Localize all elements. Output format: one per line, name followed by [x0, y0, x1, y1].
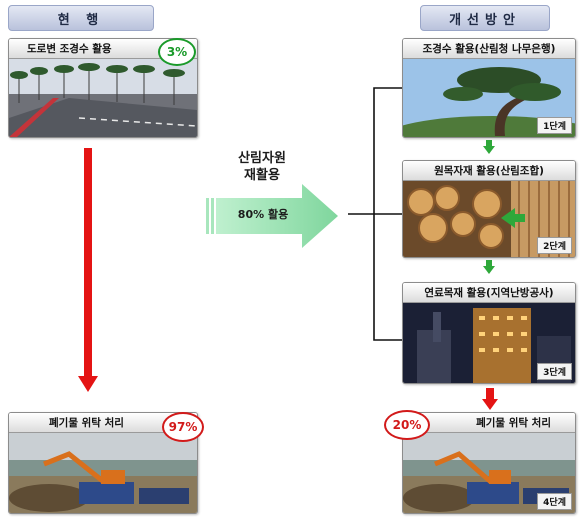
- stage4-percent-badge: 20%: [384, 410, 430, 440]
- stage2-title: 원목자재 활용(산림조합): [403, 161, 575, 181]
- green-arrow-2: [483, 260, 495, 274]
- stage1-title: 조경수 활용(산림청 나무은행): [403, 39, 575, 59]
- stage3-badge: 3단계: [537, 363, 572, 380]
- recycle-big-arrow: [206, 184, 338, 248]
- stage3-card: 연료목재 활용(지역난방공사) 3단계: [402, 282, 576, 384]
- stage4-card: 폐기물 위탁 처리 4단계: [402, 412, 576, 514]
- roadside-card-title: 도로변 조경수 활용: [9, 39, 197, 59]
- stage-bracket: [348, 87, 402, 341]
- down-arrow: [78, 148, 98, 392]
- stage1-card: 조경수 활용(산림청 나무은행) 1단계: [402, 38, 576, 138]
- red-arrow-stage4: [482, 388, 498, 410]
- stage1-badge: 1단계: [537, 117, 572, 134]
- usage-80-label: 80% 활용: [237, 208, 289, 221]
- stage4-title: 폐기물 위탁 처리: [403, 413, 575, 433]
- forest-resource-label: 산림자원 재활용: [222, 150, 302, 184]
- stage2-badge: 2단계: [537, 237, 572, 254]
- roadside-photo: [9, 58, 197, 137]
- waste-card-title: 폐기물 위탁 처리: [9, 413, 197, 433]
- stage2-card: 원목자재 활용(산림조합) 2단계: [402, 160, 576, 258]
- current-header: 현 행: [8, 5, 154, 31]
- label-line-1: 산림자원: [238, 151, 286, 166]
- label-line-2: 재활용: [244, 168, 280, 183]
- waste-percent-badge: 97%: [162, 412, 204, 442]
- stage4-excavator-photo: [403, 432, 575, 513]
- excavator-photo: [9, 432, 197, 513]
- improvement-header: 개선방안: [420, 5, 550, 31]
- stage4-badge: 4단계: [537, 493, 572, 510]
- green-arrow-1: [483, 140, 495, 154]
- stage3-title: 연료목재 활용(지역난방공사): [403, 283, 575, 303]
- roadside-percent-badge: 3%: [158, 38, 196, 66]
